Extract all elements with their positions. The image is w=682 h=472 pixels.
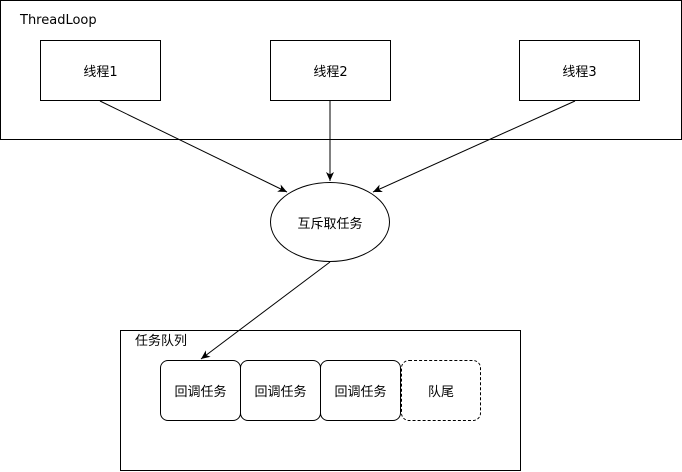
threadloop-title: ThreadLoop (20, 13, 97, 28)
thread-node-2: 线程2 (270, 40, 391, 101)
callback-task-3: 回调任务 (320, 360, 401, 421)
thread-node-1: 线程1 (40, 40, 161, 101)
task-queue-title: 任务队列 (135, 334, 188, 349)
callback-task-1: 回调任务 (160, 360, 241, 421)
queue-tail: 队尾 (401, 360, 481, 421)
thread-node-3: 线程3 (519, 40, 640, 101)
callback-task-2: 回调任务 (240, 360, 321, 421)
mutex-fetch-ellipse: 互斥取任务 (270, 182, 390, 262)
